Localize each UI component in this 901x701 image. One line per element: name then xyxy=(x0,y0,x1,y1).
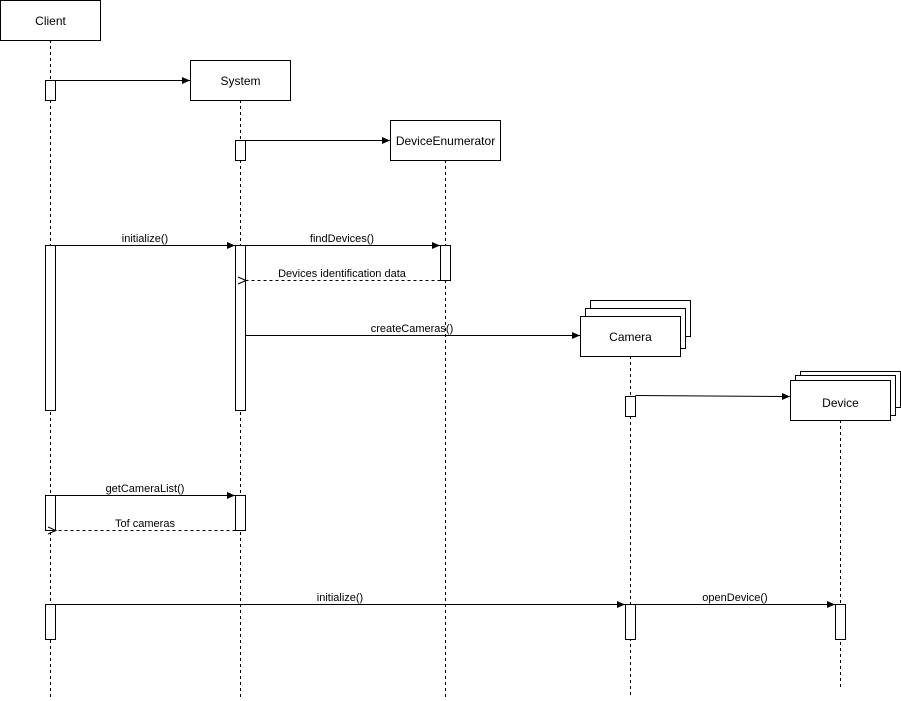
system-activation-create xyxy=(235,140,246,161)
enumerator-activation xyxy=(440,245,451,281)
create-device-arrow xyxy=(635,392,791,400)
get-camera-list-label: getCameraList() xyxy=(106,483,185,495)
device-label: Device xyxy=(822,396,859,410)
enumerator-label: DeviceEnumerator xyxy=(396,134,495,148)
camera-activation-create xyxy=(625,396,636,417)
client-activation-initialize xyxy=(45,245,56,411)
camera-label: Camera xyxy=(609,330,652,344)
device-activation-open xyxy=(835,604,846,640)
system-label: System xyxy=(220,74,260,88)
open-device-label: openDevice() xyxy=(702,592,767,604)
client-participant[interactable]: Client xyxy=(0,0,101,41)
enumerator-participant[interactable]: DeviceEnumerator xyxy=(390,120,501,161)
client-activation-initialize-camera xyxy=(45,604,56,640)
client-label: Client xyxy=(35,14,66,28)
device-participant[interactable]: Device xyxy=(790,371,901,421)
initialize-camera-label: initialize() xyxy=(317,592,363,604)
camera-activation-initialize xyxy=(625,604,636,640)
camera-participant[interactable]: Camera xyxy=(580,300,691,357)
client-activation-getlist xyxy=(45,495,56,531)
create-cameras-label: createCameras() xyxy=(371,323,454,335)
find-devices-label: findDevices() xyxy=(310,233,374,245)
initialize-system-label: initialize() xyxy=(122,233,168,245)
system-activation-getlist xyxy=(235,495,246,531)
tof-cameras-label: Tof cameras xyxy=(115,518,175,530)
system-activation-initialize xyxy=(235,245,246,411)
system-participant[interactable]: System xyxy=(190,60,291,101)
client-activation-create xyxy=(45,80,56,101)
devices-data-label: Devices identification data xyxy=(278,268,407,280)
